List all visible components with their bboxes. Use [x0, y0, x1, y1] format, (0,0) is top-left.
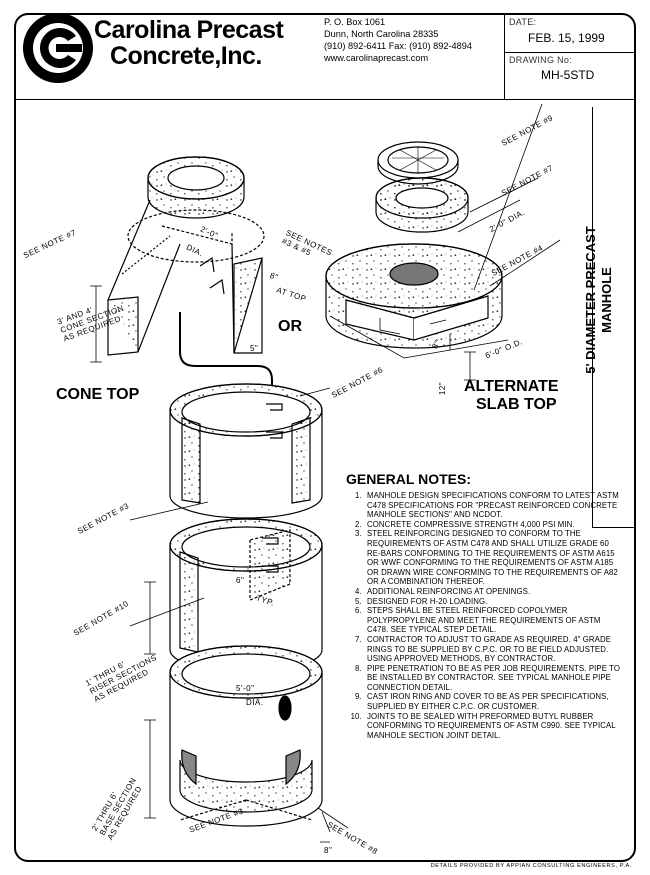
- slab-top-section: [325, 243, 503, 349]
- dia-5ft-line1: 5'-0": [236, 684, 255, 693]
- alternate-slab-label-line1: ALTERNATE: [464, 378, 559, 395]
- general-notes-list: MANHOLE DESIGN SPECIFICATIONS CONFORM TO…: [348, 491, 624, 740]
- company-logo-icon: [23, 13, 93, 83]
- website-link[interactable]: www.carolinaprecast.com: [324, 53, 429, 63]
- note-item: STEPS SHALL BE STEEL REINFORCED COPOLYME…: [364, 606, 624, 635]
- header-divider: [16, 99, 634, 100]
- drawing-number-value: MH-5STD: [541, 68, 595, 82]
- company-name-line2: Concrete,Inc.: [110, 42, 262, 70]
- note-item: JOINTS TO BE SEALED WITH PREFORMED BUTYL…: [364, 712, 624, 741]
- general-notes-title: GENERAL NOTES:: [346, 471, 471, 487]
- middle-riser-section: [169, 518, 323, 673]
- note-item: STEEL REINFORCING DESIGNED TO CONFORM TO…: [364, 529, 624, 587]
- base-section: [169, 645, 323, 827]
- company-name-line1: Carolina Precast: [94, 16, 284, 44]
- slab-cover-ring: [375, 141, 469, 233]
- slab-12in-dim: 12": [438, 381, 448, 396]
- typ-6in-line1: 6": [236, 576, 245, 585]
- company-address: P. O. Box 1061 Dunn, North Carolina 2833…: [324, 16, 472, 64]
- cone-5in-dim: 5": [250, 344, 259, 353]
- note-item: CAST IRON RING AND COVER TO BE AS PER SP…: [364, 692, 624, 711]
- phone-line: (910) 892-6411 Fax: (910) 892-4894: [324, 41, 472, 51]
- arrow-cone-to-riser: [179, 312, 273, 402]
- footer-credit: DETAILS PROVIDED BY APPIAN CONSULTING EN…: [430, 863, 632, 869]
- note-item: MANHOLE DESIGN SPECIFICATIONS CONFORM TO…: [364, 491, 624, 520]
- date-value: FEB. 15, 1999: [528, 31, 605, 45]
- note-item: DESIGNED FOR H-20 LOADING.: [364, 597, 624, 607]
- or-label: OR: [278, 318, 302, 335]
- drawing-number-label: DRAWING No:: [509, 55, 572, 65]
- note-item: PIPE PENETRATION TO BE AS PER JOB REQUIR…: [364, 664, 624, 693]
- title-box: [592, 107, 634, 528]
- drawing-sheet: [14, 13, 636, 862]
- cone-top-section: [107, 156, 265, 356]
- base-8in-dim: 8": [324, 846, 333, 855]
- alternate-slab-label-line2: SLAB TOP: [476, 396, 557, 413]
- upper-riser-section: [169, 383, 323, 519]
- titleblock-divider: [504, 15, 505, 99]
- address-line1: P. O. Box 1061: [324, 17, 386, 27]
- titleblock-row-divider: [504, 52, 634, 53]
- note-item: CONTRACTOR TO ADJUST TO GRADE AS REQUIRE…: [364, 635, 624, 664]
- note-item: CONCRETE COMPRESSIVE STRENGTH 4,000 PSI …: [364, 520, 624, 530]
- dia-5ft-line2: DIA.: [246, 698, 264, 707]
- note-item: ADDITIONAL REINFORCING AT OPENINGS.: [364, 587, 624, 597]
- date-label: DATE:: [509, 17, 537, 27]
- cone-top-label: CONE TOP: [56, 386, 140, 403]
- address-line2: Dunn, North Carolina 28335: [324, 29, 439, 39]
